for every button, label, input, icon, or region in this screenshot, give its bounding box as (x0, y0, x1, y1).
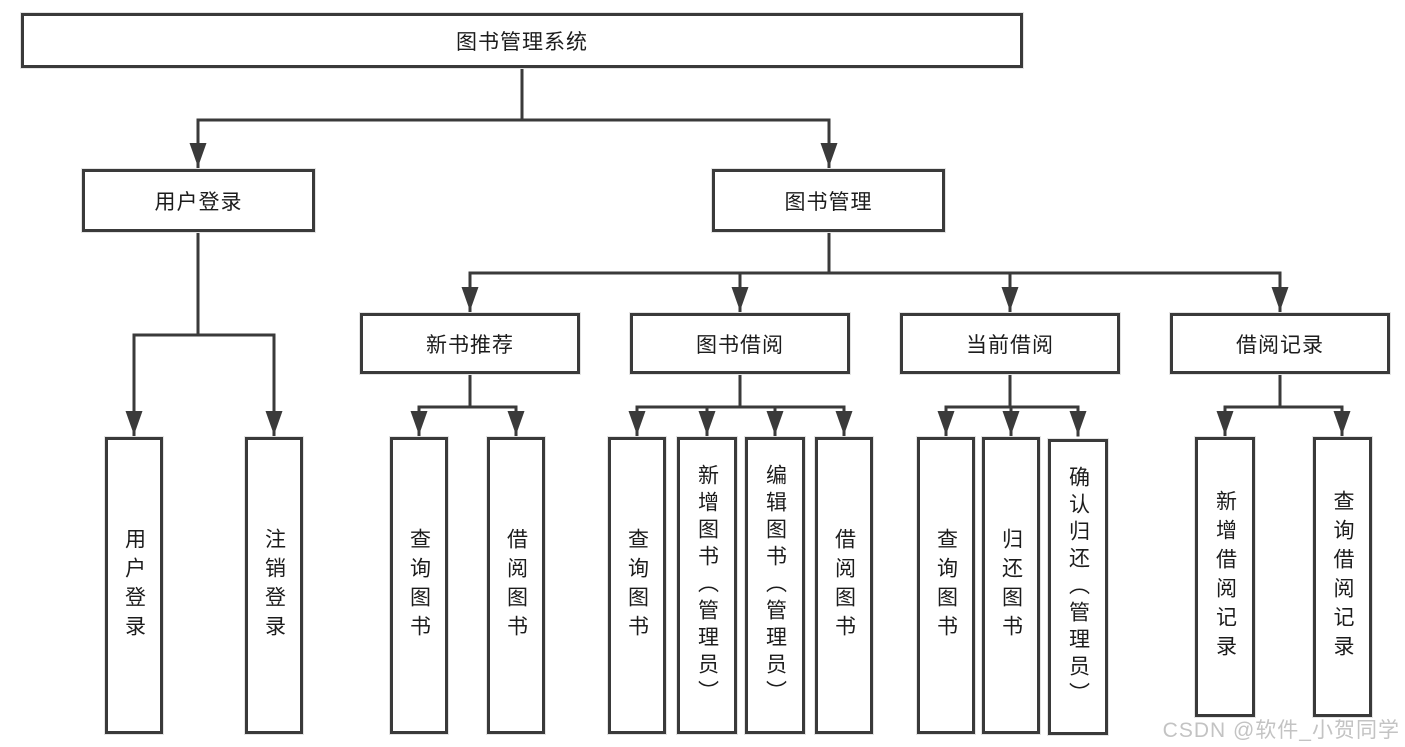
leaf-query-borrow-record: 查询借阅记录 (1313, 437, 1372, 717)
node-label: 借阅记录 (1236, 333, 1324, 357)
node-user-login: 用户登录 (82, 169, 315, 232)
leaf-edit-books-admin: 编辑图书（管理员） (745, 437, 805, 734)
leaf-logout: 注销登录 (245, 437, 303, 734)
node-library-management-system: 图书管理系统 (21, 13, 1023, 68)
leaf-borrow-books-borrowing: 借阅图书 (815, 437, 873, 734)
node-label: 编辑图书（管理员） (763, 464, 787, 707)
node-current-borrowing: 当前借阅 (900, 313, 1120, 374)
node-book-management: 图书管理 (712, 169, 945, 232)
node-label: 当前借阅 (966, 333, 1054, 357)
node-label: 借阅图书 (832, 527, 856, 644)
node-label: 归还图书 (999, 527, 1023, 644)
leaf-confirm-return-admin: 确认归还（管理员） (1048, 439, 1108, 735)
node-label: 图书借阅 (696, 333, 784, 357)
node-label: 新书推荐 (426, 333, 514, 357)
node-label: 新增借阅记录 (1213, 490, 1237, 664)
node-label: 借阅图书 (504, 527, 528, 644)
leaf-add-borrow-record: 新增借阅记录 (1195, 437, 1255, 717)
leaf-query-books-recommend: 查询图书 (390, 437, 448, 734)
node-borrowing-records: 借阅记录 (1170, 313, 1390, 374)
leaf-user-login: 用户登录 (105, 437, 163, 734)
node-label: 新增图书（管理员） (695, 464, 719, 707)
leaf-add-books-admin: 新增图书（管理员） (677, 437, 737, 734)
node-label: 确认归还（管理员） (1066, 465, 1090, 709)
node-label: 查询图书 (625, 527, 649, 644)
leaf-return-books: 归还图书 (982, 437, 1040, 734)
node-new-book-recommend: 新书推荐 (360, 313, 580, 374)
node-label: 查询借阅记录 (1331, 490, 1354, 664)
node-label: 用户登录 (122, 527, 146, 644)
leaf-query-books-current: 查询图书 (917, 437, 975, 734)
leaf-query-books-borrowing: 查询图书 (608, 437, 666, 734)
node-label: 查询图书 (934, 527, 958, 644)
node-label: 图书管理 (784, 190, 873, 214)
node-label: 查询图书 (407, 527, 431, 644)
csdn-watermark: CSDN @软件_小贺同学 (1162, 719, 1400, 742)
node-label: 注销登录 (262, 527, 286, 644)
node-label: 用户登录 (154, 190, 243, 214)
leaf-borrow-books-recommend: 借阅图书 (487, 437, 545, 734)
node-label: 图书管理系统 (456, 30, 588, 54)
node-book-borrowing: 图书借阅 (630, 313, 850, 374)
